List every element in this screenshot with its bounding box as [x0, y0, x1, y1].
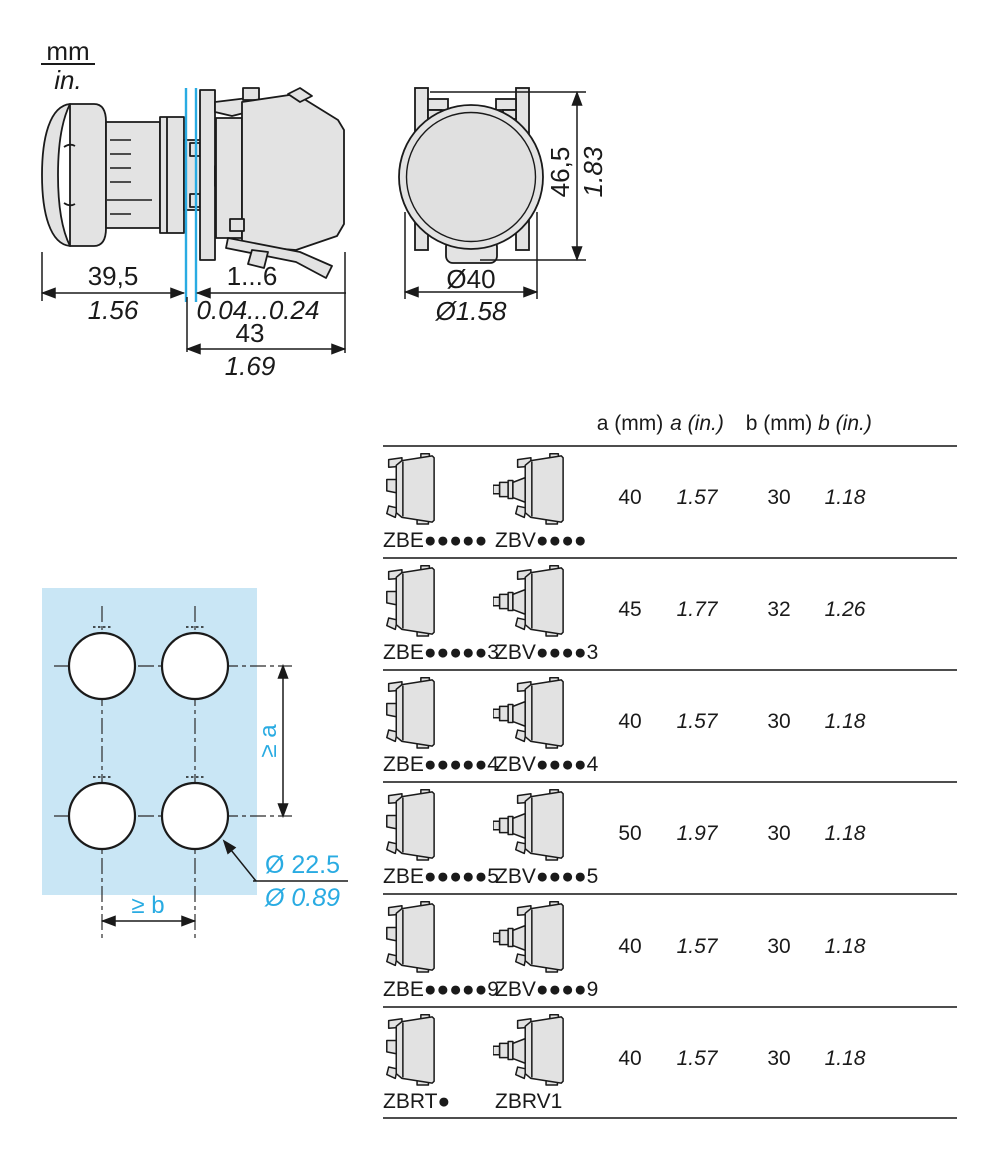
- zbe-contact-block-icon: [386, 453, 435, 525]
- table-rule: [383, 557, 957, 559]
- value-b-mm: 30: [767, 710, 791, 733]
- product-ref: ZBE●●●●●3: [383, 641, 499, 664]
- table-rule: [383, 893, 957, 895]
- col-header-b-in: b (in.): [818, 412, 872, 435]
- product-ref: ZBE●●●●●5: [383, 865, 499, 888]
- table-rule: [383, 781, 957, 783]
- table-rule: [383, 445, 957, 447]
- cutout-hole-in-label: Ø 0.89: [264, 884, 341, 912]
- side-width-mm-label: 39,5: [87, 261, 139, 291]
- zbe-contact-block-icon: [386, 1014, 435, 1086]
- table-rule: [383, 1117, 957, 1119]
- value-a-in: 1.97: [676, 822, 718, 845]
- product-ref: ZBRT●: [383, 1090, 451, 1113]
- col-header-b-mm: b (mm): [745, 412, 813, 435]
- value-b-mm: 32: [767, 598, 791, 621]
- product-ref: ZBV●●●●: [495, 529, 587, 552]
- value-a-mm: 45: [618, 598, 642, 621]
- product-ref: ZBRV1: [495, 1090, 563, 1113]
- zbv-contact-block-icon: [493, 565, 564, 637]
- value-a-mm: 40: [618, 710, 642, 733]
- value-b-mm: 30: [767, 822, 791, 845]
- zbe-contact-block-icon: [386, 901, 435, 973]
- product-ref: ZBV●●●●4: [495, 753, 599, 776]
- zbe-contact-block-icon: [386, 789, 435, 861]
- value-a-in: 1.57: [676, 710, 718, 733]
- side-width-in-label: 1.56: [87, 295, 139, 325]
- product-ref: ZBV●●●●9: [495, 978, 599, 1001]
- zbv-contact-block-icon: [493, 453, 564, 525]
- value-a-mm: 40: [618, 935, 642, 958]
- value-b-in: 1.18: [824, 486, 866, 509]
- panel-thickness-in-label: 0.04...0.24: [196, 295, 320, 325]
- value-a-mm: 40: [618, 486, 642, 509]
- table-rule: [383, 1006, 957, 1008]
- value-b-in: 1.18: [824, 822, 866, 845]
- zbv-contact-block-icon: [493, 789, 564, 861]
- panel-thickness-mm-label: 1...6: [226, 261, 278, 291]
- front-view-drawing: [398, 87, 544, 264]
- zbv-contact-block-icon: [493, 677, 564, 749]
- value-a-mm: 50: [618, 822, 642, 845]
- value-b-mm: 30: [767, 935, 791, 958]
- value-a-in: 1.57: [676, 486, 718, 509]
- side-view-drawing: [41, 87, 345, 279]
- zbe-contact-block-icon: [386, 677, 435, 749]
- product-ref: ZBE●●●●●: [383, 529, 488, 552]
- col-header-a-mm: a (mm): [596, 412, 664, 435]
- product-ref: ZBV●●●●5: [495, 865, 599, 888]
- value-b-in: 1.26: [824, 598, 866, 621]
- value-b-in: 1.18: [824, 935, 866, 958]
- value-b-mm: 30: [767, 1047, 791, 1070]
- side-depth-in-label: 1.69: [224, 351, 276, 381]
- cutout-horizontal-spacing-label: ≥ b: [131, 892, 165, 919]
- table-rule: [383, 669, 957, 671]
- cutout-vertical-spacing-label: ≥ a: [255, 724, 282, 758]
- units-label-in: in.: [54, 65, 82, 95]
- front-diameter-in-label: Ø1.58: [435, 296, 507, 326]
- value-a-in: 1.57: [676, 935, 718, 958]
- product-ref: ZBE●●●●●4: [383, 753, 499, 776]
- front-height-mm-label: 46,5: [545, 146, 575, 198]
- zbe-contact-block-icon: [386, 565, 435, 637]
- side-depth-mm-label: 43: [235, 318, 265, 348]
- zbv-contact-block-icon: [493, 1014, 564, 1086]
- col-header-a-in: a (in.): [670, 412, 724, 435]
- value-a-mm: 40: [618, 1047, 642, 1070]
- front-diameter-mm-label: Ø40: [446, 264, 496, 294]
- panel-lines: [184, 88, 198, 302]
- value-a-in: 1.77: [676, 598, 718, 621]
- value-b-in: 1.18: [824, 1047, 866, 1070]
- units-label-mm: mm: [46, 36, 90, 66]
- front-height-in-label: 1.83: [578, 146, 608, 198]
- value-b-in: 1.18: [824, 710, 866, 733]
- value-b-mm: 30: [767, 486, 791, 509]
- product-ref: ZBV●●●●3: [495, 641, 599, 664]
- cutout-hole-mm-label: Ø 22.5: [264, 851, 341, 879]
- value-a-in: 1.57: [676, 1047, 718, 1070]
- dimension-table: a (mm) a (in.) b (mm) b (in.) ZBE●●●●● Z…: [383, 400, 957, 1120]
- zbv-contact-block-icon: [493, 901, 564, 973]
- product-ref: ZBE●●●●●9: [383, 978, 499, 1001]
